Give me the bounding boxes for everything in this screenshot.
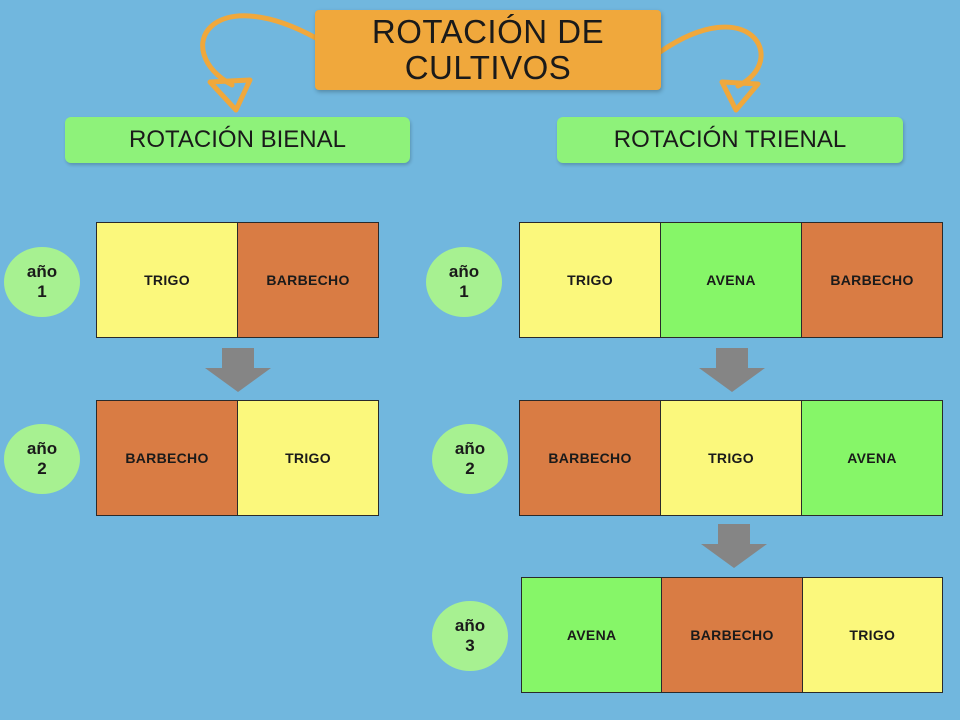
year-number: 2	[465, 459, 475, 478]
crop-cell: TRIGO	[97, 223, 237, 337]
down-arrow-icon	[701, 524, 767, 568]
down-arrow-icon	[699, 348, 765, 392]
year-number: 1	[459, 282, 469, 301]
bienal-year-1-row: TRIGO BARBECHO	[96, 222, 379, 338]
bienal-year-1-label: año 1	[4, 247, 80, 317]
crop-cell: TRIGO	[660, 401, 801, 515]
crop-cell: BARBECHO	[801, 223, 942, 337]
crop-cell: TRIGO	[801, 578, 942, 692]
crop-cell: AVENA	[522, 578, 662, 692]
connector-left-arrowhead	[207, 77, 253, 113]
crop-cell: TRIGO	[237, 401, 378, 515]
year-word: año	[26, 262, 58, 281]
crop-cell: TRIGO	[520, 223, 660, 337]
trienal-year-3-label: año 3	[432, 601, 508, 671]
crop-cell: AVENA	[660, 223, 801, 337]
trienal-year-2-label: año 2	[432, 424, 508, 494]
crop-cell: BARBECHO	[520, 401, 660, 515]
crop-cell: BARBECHO	[237, 223, 378, 337]
title-line-1: ROTACIÓN DE	[371, 13, 605, 50]
bienal-year-2-row: BARBECHO TRIGO	[96, 400, 379, 516]
heading-trienal: ROTACIÓN TRIENAL	[557, 117, 903, 163]
trienal-year-1-label: año 1	[426, 247, 502, 317]
trienal-year-2-row: BARBECHO TRIGO AVENA	[519, 400, 943, 516]
year-number: 1	[37, 282, 47, 301]
connector-left-curve	[200, 13, 319, 88]
connector-right-arrowhead	[719, 79, 761, 113]
crop-cell: AVENA	[801, 401, 942, 515]
trienal-year-3-row: AVENA BARBECHO TRIGO	[521, 577, 943, 693]
down-arrow-icon	[205, 348, 271, 392]
trienal-year-1-row: TRIGO AVENA BARBECHO	[519, 222, 943, 338]
heading-bienal: ROTACIÓN BIENAL	[65, 117, 410, 163]
connector-right-curve	[657, 24, 764, 89]
year-word: año	[26, 439, 58, 458]
title-line-2: CULTIVOS	[404, 49, 572, 86]
year-number: 2	[37, 459, 47, 478]
year-word: año	[454, 616, 486, 635]
year-word: año	[454, 439, 486, 458]
diagram-title: ROTACIÓN DE CULTIVOS	[315, 10, 661, 90]
bienal-year-2-label: año 2	[4, 424, 80, 494]
crop-cell: BARBECHO	[661, 578, 802, 692]
year-word: año	[448, 262, 480, 281]
crop-cell: BARBECHO	[97, 401, 237, 515]
year-number: 3	[465, 636, 475, 655]
